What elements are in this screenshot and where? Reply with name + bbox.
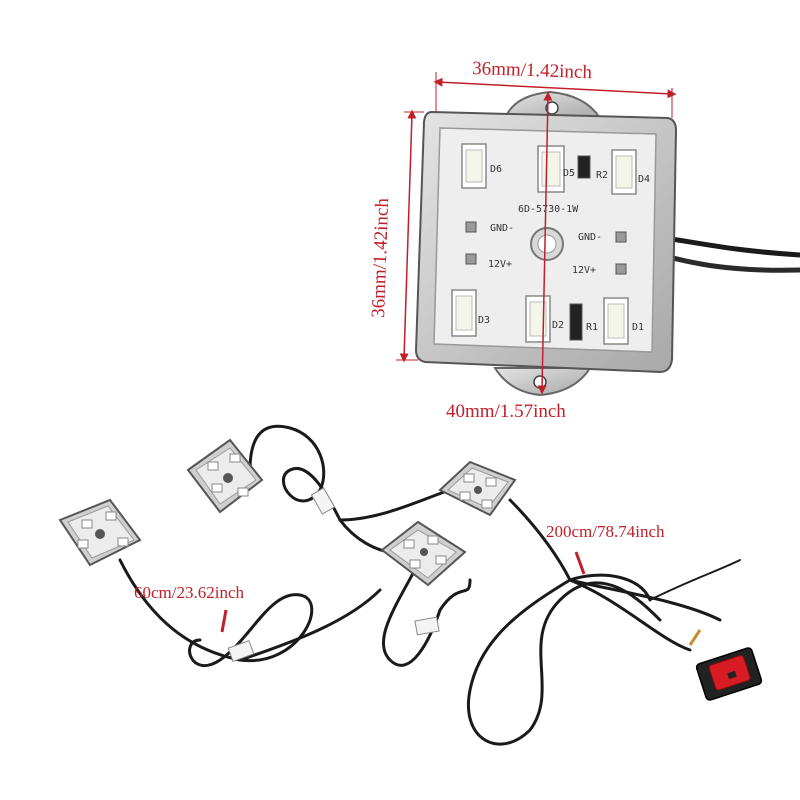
small-module-top bbox=[186, 438, 264, 514]
resistor-r1 bbox=[569, 303, 583, 341]
label-12v-left: 12V+ bbox=[488, 259, 512, 270]
small-module-right-bottom bbox=[380, 520, 467, 587]
dimension-annotations: 36mm/1.42inch 36mm/1.42inch 40mm/1.57inc… bbox=[368, 58, 677, 422]
label-r1: R1 bbox=[586, 322, 598, 333]
led-d2 bbox=[525, 295, 551, 343]
label-d6: D6 bbox=[490, 164, 502, 175]
led-d4 bbox=[611, 149, 637, 195]
led-d3 bbox=[451, 289, 477, 337]
label-gnd-right: GND- bbox=[578, 232, 602, 243]
dimension-height-label: 36mm/1.42inch bbox=[368, 197, 393, 318]
cable-length-short-label: 60cm/23.62inch bbox=[134, 583, 245, 602]
cable-length-long-label: 200cm/78.74inch bbox=[546, 522, 665, 541]
label-d4: D4 bbox=[638, 174, 650, 185]
cable-sleeves bbox=[227, 487, 440, 662]
rocker-switch bbox=[688, 629, 763, 701]
resistor-r2 bbox=[577, 155, 591, 179]
label-model: 6D-5730-1W bbox=[518, 204, 579, 215]
label-d3: D3 bbox=[478, 315, 490, 326]
small-module-left bbox=[58, 498, 142, 567]
cable-length-annotations: 60cm/23.62inch 200cm/78.74inch bbox=[134, 522, 665, 633]
small-module-right-top bbox=[438, 460, 517, 517]
wiring-harness bbox=[118, 424, 741, 746]
label-gnd-left: GND- bbox=[490, 223, 514, 234]
led-d5 bbox=[537, 145, 565, 193]
label-d5: D5 bbox=[563, 168, 575, 179]
led-d6 bbox=[461, 143, 487, 189]
label-12v-right: 12V+ bbox=[572, 265, 596, 276]
label-d1: D1 bbox=[632, 322, 644, 333]
label-d2: D2 bbox=[552, 320, 564, 331]
dimension-hole-span-label: 40mm/1.57inch bbox=[446, 401, 566, 422]
led-d1 bbox=[603, 297, 629, 345]
dimension-width-label: 36mm/1.42inch bbox=[472, 58, 593, 83]
led-module-closeup: D6 D5 R2 D4 6D-5730-1W GND- GND- 12V+ 12… bbox=[414, 90, 800, 397]
label-r2: R2 bbox=[596, 170, 608, 181]
